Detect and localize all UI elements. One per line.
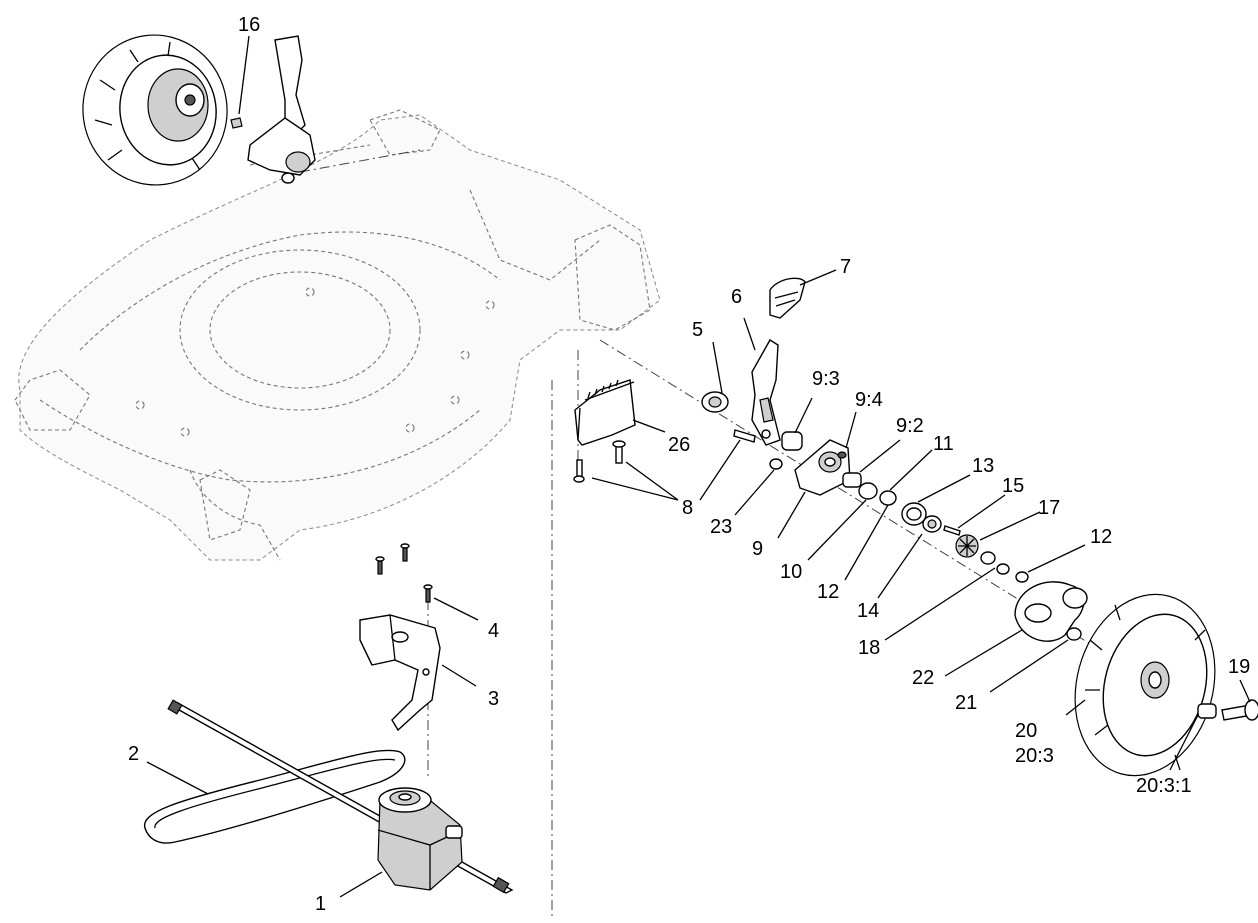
callout-6: 6: [731, 286, 742, 308]
callout-20: 20: [1015, 720, 1037, 742]
part-20-wheel: [1074, 593, 1216, 777]
part-3-bracket: [359, 614, 441, 732]
part-20-3-1-bushing: [1197, 703, 1217, 719]
callout-14: 14: [857, 600, 879, 622]
callout-22: 22: [912, 667, 934, 689]
part-21-washer: [1066, 627, 1082, 641]
callout-26: 26: [668, 434, 690, 456]
callout-23: 23: [710, 516, 732, 538]
callout-20-3: 20:3: [1015, 745, 1054, 767]
part-22-hub-cover: [1014, 581, 1088, 642]
part-2-belt: [143, 749, 406, 844]
callout-7: 7: [840, 256, 851, 278]
part-4-screws: [375, 543, 433, 603]
part-16-height-adjuster: [230, 35, 316, 184]
callout-3: 3: [488, 688, 499, 710]
callout-12b: 12: [1090, 526, 1112, 548]
callout-17: 17: [1038, 497, 1060, 519]
part-8-screws: [573, 440, 626, 483]
part-7-grip: [769, 277, 806, 319]
part-6-lever: [751, 339, 781, 446]
callout-8: 8: [682, 497, 693, 519]
leader-lines: [146, 35, 1251, 898]
callout-5: 5: [692, 319, 703, 341]
part-5-bushing: [701, 391, 729, 413]
callout-11: 11: [933, 433, 954, 455]
callout-18: 18: [858, 637, 880, 659]
callout-19: 19: [1228, 656, 1250, 678]
axle-hardware-stack: [769, 458, 1029, 583]
callout-13: 13: [972, 455, 994, 477]
callout-9-3: 9:3: [812, 368, 840, 390]
part-9-pivot-bracket: [733, 429, 851, 496]
callout-12a: 12: [817, 581, 839, 603]
callout-9-2: 9:2: [896, 415, 924, 437]
callout-2: 2: [128, 743, 139, 765]
callout-16: 16: [238, 14, 260, 36]
callout-9-4: 9:4: [855, 389, 883, 411]
callout-15: 15: [1002, 475, 1024, 497]
callout-4: 4: [488, 620, 499, 642]
callout-10: 10: [780, 561, 802, 583]
mower-deck-ghost: [14, 109, 661, 561]
callout-1: 1: [315, 893, 326, 915]
callout-21: 21: [955, 692, 977, 714]
part-26-shield: [574, 379, 636, 446]
callout-20-3-1: 20:3:1: [1136, 775, 1192, 797]
part-1-transmission: [377, 787, 463, 891]
part-19-bolt: [1221, 699, 1258, 721]
callout-9: 9: [752, 538, 763, 560]
rear-wheel-illustration: [82, 34, 228, 186]
callout-labels: 1 2 3 4 5 6 7 8 9 9:2 9:3 9:4 10 11 12 1…: [128, 14, 1250, 915]
